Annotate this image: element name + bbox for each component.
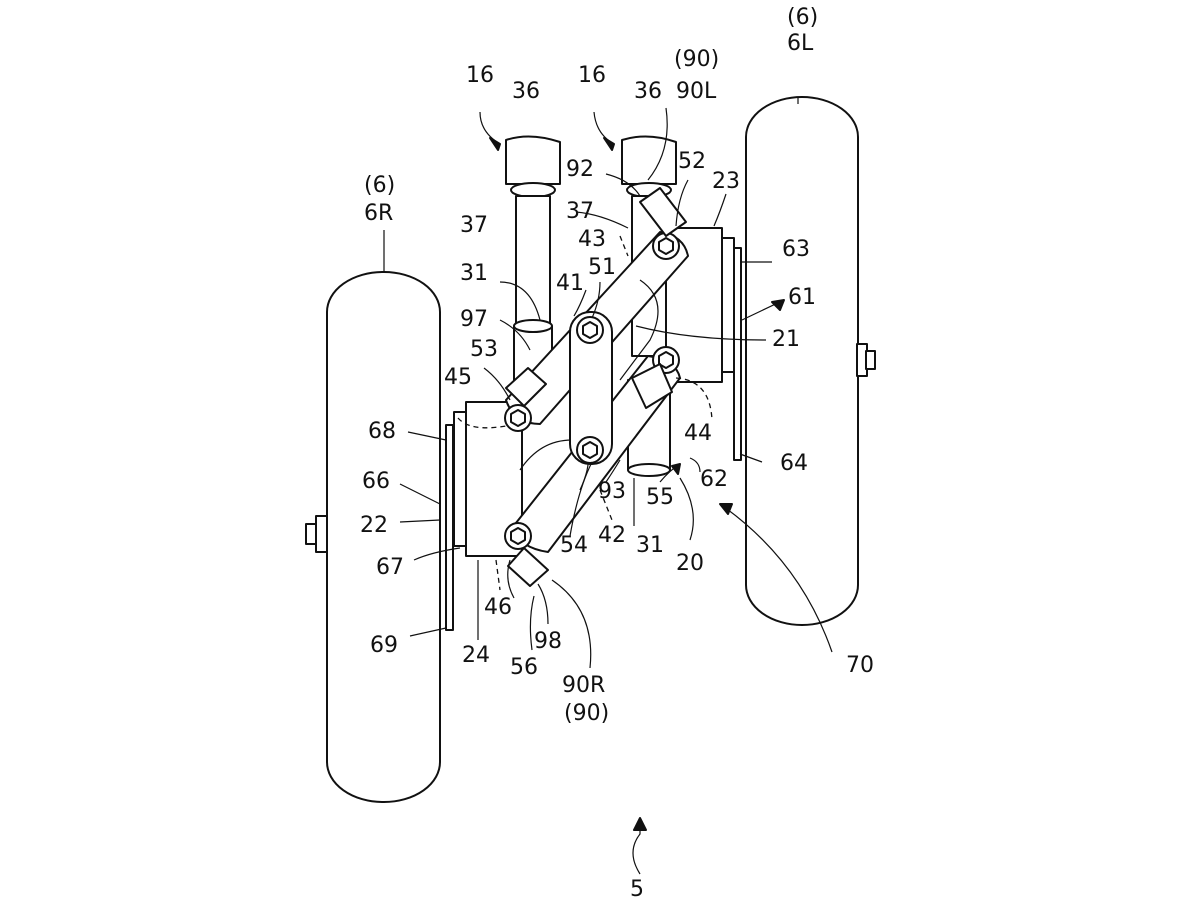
label-70: 70 [846,653,874,678]
stopper-98 [507,547,549,587]
label-90L: 90L [676,79,717,104]
label-46: 46 [484,595,512,620]
label-67: 67 [376,555,404,580]
hidden-line-46 [495,559,501,591]
label-98: 98 [534,629,562,654]
wheel-6R-axle-bolt [305,523,317,545]
label-68: 68 [368,419,396,444]
label-52: 52 [678,149,706,174]
label-36a: 36 [512,79,540,104]
label-90-paren-bottom: (90) [564,701,609,726]
stopper-93 [631,363,673,409]
pivot-51 [576,316,604,344]
label-61: 61 [788,285,816,310]
hidden-line-44 [675,377,713,421]
label-37a: 37 [460,213,488,238]
label-90-paren: (90) [674,47,719,72]
label-45: 45 [444,365,472,390]
label-23: 23 [712,169,740,194]
label-54: 54 [560,533,588,558]
label-31a: 31 [460,261,488,286]
label-69: 69 [370,633,398,658]
upper-tube-36-left [505,135,561,198]
label-21: 21 [772,327,800,352]
label-97: 97 [460,307,488,332]
wheel-6R-axle-nut [315,515,328,553]
label-44: 44 [684,421,712,446]
leader-lines [383,98,833,875]
label-16b: 16 [578,63,606,88]
label-43: 43 [578,227,606,252]
label-56: 56 [510,655,538,680]
wheel-6L-axle-bolt [865,350,876,370]
label-66: 66 [362,469,390,494]
pivot-56 [504,522,532,550]
label-64: 64 [780,451,808,476]
label-51: 51 [588,255,616,280]
label-16a: 16 [466,63,494,88]
brake-disc-68 [445,424,454,631]
label-6-paren-left: (6) [364,173,395,198]
label-90R: 90R [562,673,605,698]
label-55: 55 [646,485,674,510]
label-20: 20 [676,551,704,576]
label-62: 62 [700,467,728,492]
brake-disc-63 [733,247,742,461]
stopper-92 [639,187,687,237]
label-31b: 31 [636,533,664,558]
upper-tube-36-right [621,135,677,198]
wheel-6L [745,96,859,626]
label-6-paren-top: (6) [787,5,818,30]
label-6R: 6R [364,201,393,226]
label-36b: 36 [634,79,662,104]
label-93: 93 [598,479,626,504]
hidden-line-45 [457,417,507,429]
arrow-heads [489,137,785,831]
label-6L: 6L [787,31,814,56]
pivot-54 [576,436,604,464]
hidden-line-43 [619,235,629,257]
pivot-53 [504,404,532,432]
label-5: 5 [630,877,644,899]
label-24: 24 [462,643,490,668]
label-92: 92 [566,157,594,182]
label-41: 41 [556,271,584,296]
callout-labels: 16 36 16 36 (90) 90L (6) 6L (6) 6R 92 52… [360,5,874,902]
label-22: 22 [360,513,388,538]
label-42: 42 [598,523,626,548]
label-53: 53 [470,337,498,362]
stopper-97 [505,367,547,407]
label-37b: 37 [566,199,594,224]
label-63: 63 [782,237,810,262]
